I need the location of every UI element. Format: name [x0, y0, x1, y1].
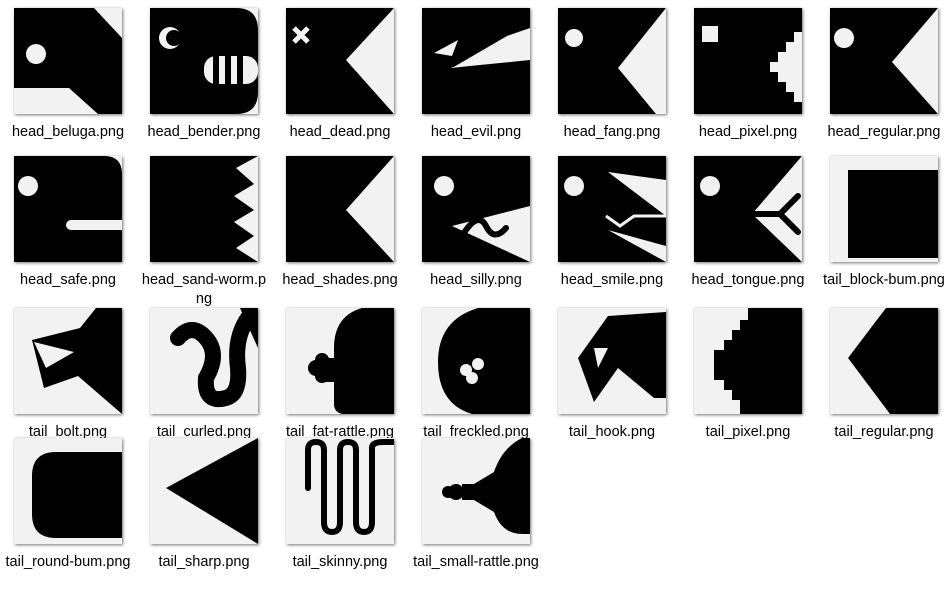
- head-safe-icon: [14, 156, 122, 262]
- file-name: head_dead.png: [289, 124, 391, 140]
- file-item[interactable]: tail_skinny.png: [272, 438, 408, 572]
- file-item[interactable]: head_dead.png: [272, 8, 408, 142]
- file-item[interactable]: tail_regular.png: [816, 308, 947, 442]
- file-item[interactable]: tail_small-rattle.png: [408, 438, 544, 572]
- tail-hook-icon: [558, 308, 666, 414]
- head-bender-icon: [150, 8, 258, 114]
- file-item[interactable]: tail_freckled.png: [408, 308, 544, 442]
- file-name: head_sand-worm.png: [141, 272, 267, 307]
- file-name: tail_fat-rattle.png: [285, 424, 394, 440]
- file-name: tail_curled.png: [156, 424, 252, 440]
- file-item[interactable]: tail_fat-rattle.png: [272, 308, 408, 442]
- file-name: tail_pixel.png: [705, 424, 791, 440]
- file-name: tail_freckled.png: [423, 424, 529, 440]
- tail-round-bum-icon: [14, 438, 122, 544]
- file-item[interactable]: tail_bolt.png: [0, 308, 136, 442]
- tail-small-rattle-icon: [422, 438, 530, 544]
- file-name: tail_bolt.png: [28, 424, 108, 440]
- file-name: tail_round-bum.png: [5, 554, 131, 570]
- file-item[interactable]: head_beluga.png: [0, 8, 136, 142]
- head-pixel-icon: [694, 8, 802, 114]
- head-evil-icon: [422, 8, 530, 114]
- file-name: tail_skinny.png: [292, 554, 388, 570]
- tail-curled-icon: [150, 308, 258, 414]
- head-smile-icon: [558, 156, 666, 262]
- head-sand-worm-icon: [150, 156, 258, 262]
- head-silly-icon: [422, 156, 530, 262]
- file-name: head_fang.png: [563, 124, 661, 140]
- file-name: head_beluga.png: [11, 124, 125, 140]
- file-item[interactable]: head_bender.png: [136, 8, 272, 142]
- file-item[interactable]: tail_sharp.png: [136, 438, 272, 572]
- file-item[interactable]: tail_round-bum.png: [0, 438, 136, 572]
- file-item[interactable]: head_regular.png: [816, 8, 947, 142]
- tail-regular-icon: [830, 308, 938, 414]
- file-name: tail_small-rattle.png: [413, 554, 539, 570]
- file-item[interactable]: head_safe.png: [0, 156, 136, 290]
- tail-pixel-icon: [694, 308, 802, 414]
- file-name: head_smile.png: [560, 272, 664, 288]
- file-name: head_pixel.png: [698, 124, 798, 140]
- file-item[interactable]: tail_block-bum.png: [816, 156, 947, 290]
- tail-bolt-icon: [14, 308, 122, 414]
- file-item[interactable]: head_sand-worm.png: [136, 156, 272, 309]
- file-item[interactable]: head_shades.png: [272, 156, 408, 290]
- file-item[interactable]: head_smile.png: [544, 156, 680, 290]
- tail-sharp-icon: [150, 438, 258, 544]
- file-item[interactable]: head_tongue.png: [680, 156, 816, 290]
- tail-skinny-icon: [286, 438, 394, 544]
- head-beluga-icon: [14, 8, 122, 114]
- file-name: tail_sharp.png: [158, 554, 250, 570]
- file-name: head_evil.png: [430, 124, 522, 140]
- tail-freckled-icon: [422, 308, 530, 414]
- file-name: head_safe.png: [20, 272, 116, 288]
- head-fang-icon: [558, 8, 666, 114]
- tail-block-bum-icon: [830, 156, 938, 262]
- file-item[interactable]: head_silly.png: [408, 156, 544, 290]
- file-item[interactable]: head_evil.png: [408, 8, 544, 142]
- file-name: head_regular.png: [827, 124, 941, 140]
- file-item[interactable]: tail_pixel.png: [680, 308, 816, 442]
- file-item[interactable]: tail_curled.png: [136, 308, 272, 442]
- tail-fat-rattle-icon: [286, 308, 394, 414]
- head-shades-icon: [286, 156, 394, 262]
- file-item[interactable]: head_pixel.png: [680, 8, 816, 142]
- file-name: head_tongue.png: [691, 272, 805, 288]
- head-dead-icon: [286, 8, 394, 114]
- file-name: head_bender.png: [147, 124, 261, 140]
- file-name: head_silly.png: [430, 272, 522, 288]
- file-item[interactable]: tail_hook.png: [544, 308, 680, 442]
- file-name: tail_block-bum.png: [823, 272, 945, 288]
- file-name: head_shades.png: [282, 272, 398, 288]
- head-regular-icon: [830, 8, 938, 114]
- head-tongue-icon: [694, 156, 802, 262]
- file-item[interactable]: head_fang.png: [544, 8, 680, 142]
- file-name: tail_regular.png: [834, 424, 934, 440]
- file-name: tail_hook.png: [568, 424, 656, 440]
